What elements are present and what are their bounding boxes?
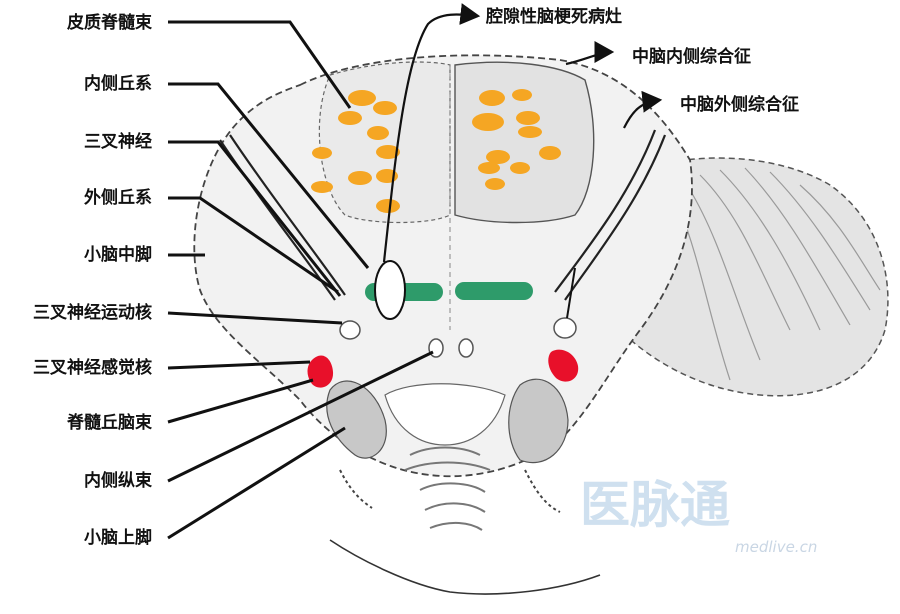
trigeminal-motor-nucleus-markers — [339, 317, 577, 358]
label-corticospinal-tract: 皮质脊髓束 — [67, 12, 152, 33]
label-medial-longitudinal-fasciculus: 内侧纵束 — [84, 470, 152, 491]
label-trigeminal-sensory-nucleus: 三叉神经感觉核 — [33, 357, 152, 378]
watermark-main-text: 医脉通 — [580, 476, 730, 534]
leader-lines — [167, 20, 434, 540]
lacunar-infarct-lesion — [374, 260, 406, 320]
label-superior-cerebellar-peduncle: 小脑上脚 — [84, 527, 152, 548]
pons-outline — [193, 54, 889, 595]
watermark-sub-text: medlive.cn — [735, 538, 817, 556]
label-lacunar-infarct: 腔隙性脑梗死病灶 — [485, 6, 622, 27]
label-trigeminal-motor-nucleus: 三叉神经运动核 — [33, 302, 152, 323]
lateral-syndrome-pointer — [566, 267, 576, 319]
label-middle-cerebellar-peduncle: 小脑中脚 — [84, 244, 152, 265]
medlive-watermark: 医脉通 medlive.cn — [580, 476, 817, 556]
right-labels: 腔隙性脑梗死病灶 中脑内侧综合征 中脑外侧综合征 — [485, 6, 799, 115]
label-medial-midbrain-syndrome: 中脑内侧综合征 — [632, 46, 751, 67]
label-lateral-lemniscus: 外侧丘系 — [84, 187, 152, 208]
label-spinothalamic-tract: 脊髓丘脑束 — [66, 412, 152, 433]
trigeminal-sensory-nucleus-markers — [307, 349, 579, 388]
right-leader-lines — [382, 3, 663, 263]
label-lateral-midbrain-syndrome: 中脑外侧综合征 — [680, 94, 799, 115]
left-labels: 皮质脊髓束 内侧丘系 三叉神经 外侧丘系 小脑中脚 三叉神经运动核 三叉神经感觉… — [33, 12, 152, 548]
label-medial-lemniscus: 内侧丘系 — [84, 73, 152, 94]
label-trigeminal-nerve: 三叉神经 — [84, 131, 152, 152]
